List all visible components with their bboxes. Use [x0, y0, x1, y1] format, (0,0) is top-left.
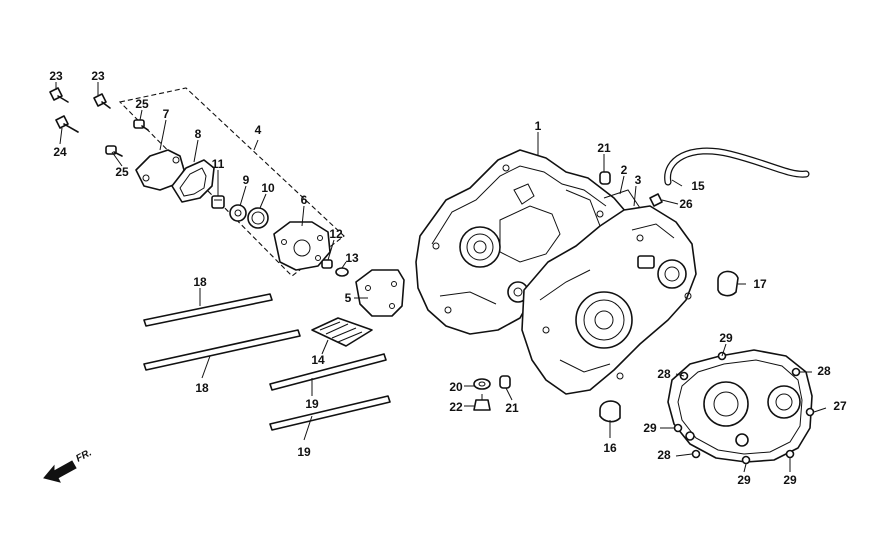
stud-bolt-19a	[269, 353, 387, 391]
callout-27: 27	[833, 399, 847, 413]
right-crankcase-half	[521, 205, 697, 395]
oil-pump-outer-rotor	[247, 207, 269, 229]
arrow-icon	[43, 460, 77, 483]
stud-bolt-19b	[269, 395, 391, 431]
dowel-pin-12	[321, 259, 333, 269]
callout-28a: 28	[657, 367, 671, 381]
dowel-pin-21a	[499, 375, 511, 389]
callout-7: 7	[163, 107, 170, 121]
callout-23a: 23	[49, 69, 63, 83]
dowel-pin-21b	[599, 171, 611, 185]
stud-bolt-18a	[143, 293, 273, 327]
callout-18b: 18	[195, 381, 209, 395]
callout-26: 26	[679, 197, 693, 211]
screw-25b	[105, 145, 123, 157]
callout-14: 14	[311, 353, 325, 367]
callout-3: 3	[635, 173, 642, 187]
o-ring-13	[335, 267, 349, 277]
oil-pump-inner-rotor	[229, 204, 247, 222]
callout-22: 22	[449, 400, 463, 414]
flange-bolt-23b	[93, 93, 111, 109]
callout-25b: 25	[115, 165, 129, 179]
callout-9: 9	[243, 173, 250, 187]
oil-pump-gasket	[171, 159, 215, 203]
flange-bolt-24	[55, 115, 79, 133]
crankcase-gasket	[603, 189, 641, 209]
callout-12: 12	[329, 227, 343, 241]
right-crankcase-cover	[667, 349, 813, 463]
callout-10: 10	[261, 181, 275, 195]
callout-15: 15	[691, 179, 705, 193]
callout-28b: 28	[817, 364, 831, 378]
callout-19a: 19	[305, 397, 319, 411]
callout-23b: 23	[91, 69, 105, 83]
oil-pump-group-outline	[118, 87, 345, 277]
drain-bolt-22	[473, 394, 491, 411]
callout-labels: 1 2 3 4 5 6 7 8 9 10 11 12 13 14 15 16 1…	[49, 69, 847, 487]
flange-bolt-23a	[49, 87, 69, 103]
front-direction-arrow: FR.	[43, 447, 94, 483]
leader-lines	[55, 82, 827, 473]
direction-label: FR.	[74, 447, 93, 464]
callout-1: 1	[535, 119, 542, 133]
callout-4: 4	[255, 123, 262, 137]
cover-screws	[673, 351, 815, 465]
callout-5: 5	[345, 291, 352, 305]
callout-6: 6	[301, 193, 308, 207]
sealing-washer-20	[473, 378, 491, 390]
callout-29a: 29	[719, 331, 733, 345]
callout-21a: 21	[505, 401, 519, 415]
callout-29c: 29	[737, 473, 751, 487]
callout-29b: 29	[643, 421, 657, 435]
callout-16: 16	[603, 441, 617, 455]
callout-29d: 29	[783, 473, 797, 487]
callout-2: 2	[621, 163, 628, 177]
callout-24: 24	[53, 145, 67, 159]
cable-guide-16	[599, 400, 621, 423]
oil-pump-shaft	[211, 195, 225, 209]
callout-25a: 25	[135, 97, 149, 111]
callout-21b: 21	[597, 141, 611, 155]
oil-strainer-screen	[311, 317, 373, 347]
cable-guide-17	[717, 270, 739, 297]
callout-28c: 28	[657, 448, 671, 462]
callout-19b: 19	[297, 445, 311, 459]
callout-11: 11	[212, 157, 225, 171]
callout-8: 8	[195, 127, 202, 141]
callout-20: 20	[449, 380, 463, 394]
callout-17: 17	[753, 277, 767, 291]
callout-13: 13	[345, 251, 359, 265]
callout-18a: 18	[193, 275, 207, 289]
screw-25a	[133, 119, 149, 131]
stud-bolt-18b	[143, 329, 301, 371]
breather-tube	[664, 147, 810, 186]
oil-pump-gasket-plate	[355, 269, 405, 317]
tube-clip-26	[649, 193, 663, 207]
